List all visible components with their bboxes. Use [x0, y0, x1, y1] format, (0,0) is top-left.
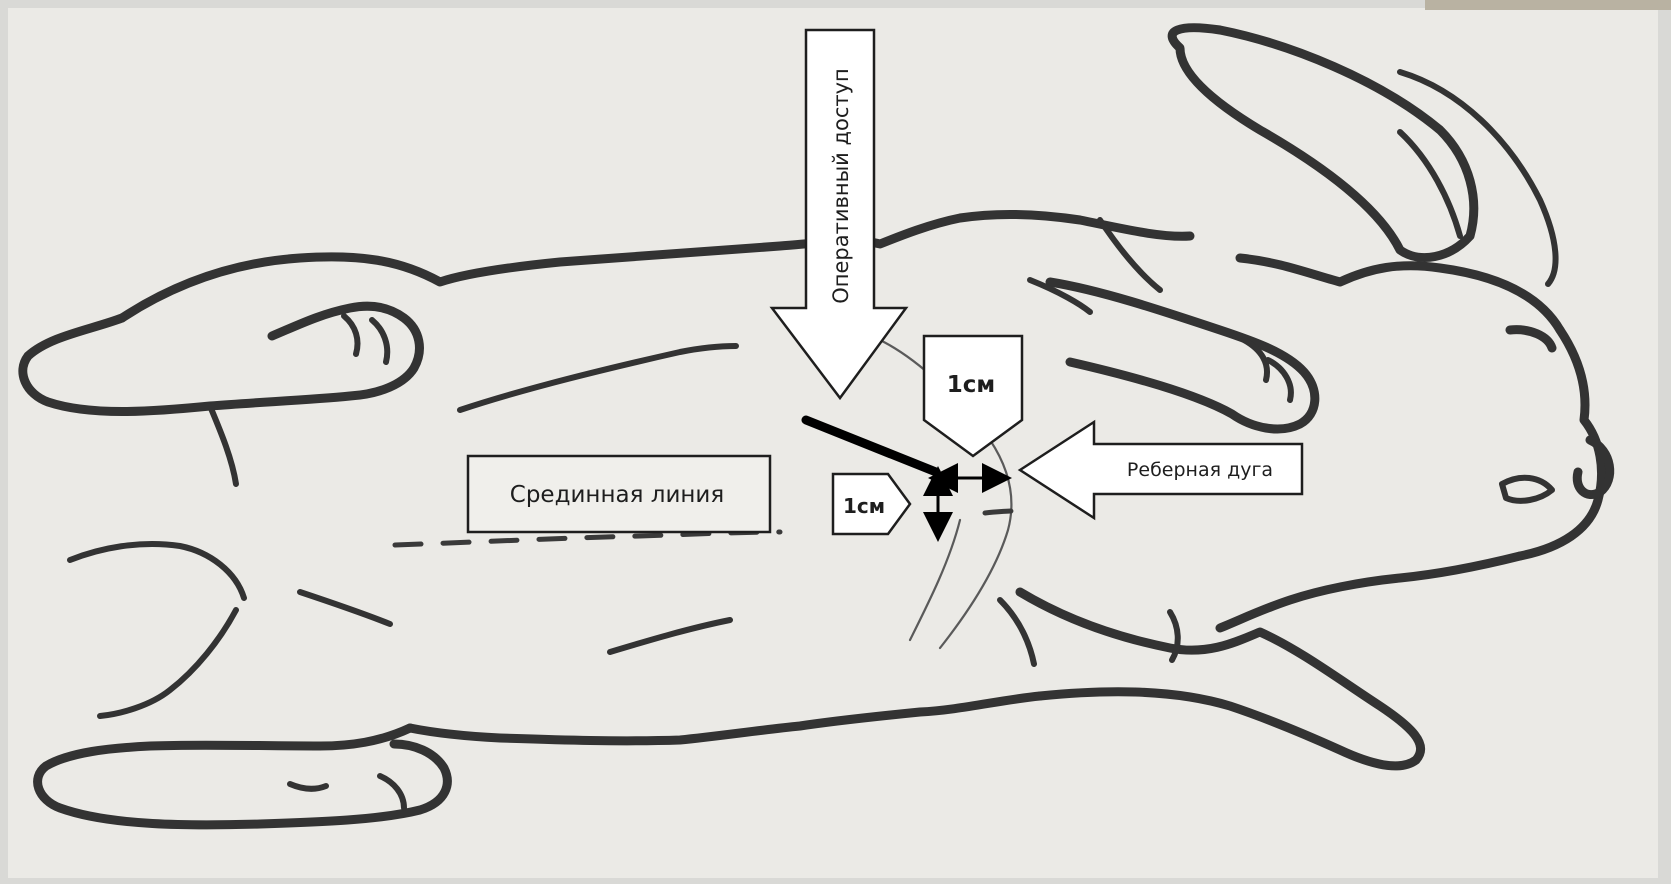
midline-dashed-cranial [985, 511, 1015, 513]
surgical-access-label: Оперативный доступ [829, 68, 853, 304]
distance-vertical-label: 1см [843, 494, 885, 518]
corner-photo-strip [1425, 0, 1671, 10]
costal-arch-label: Реберная дуга [1127, 459, 1273, 481]
midline-label: Срединная линия [510, 482, 724, 508]
midline-callout: Срединная линия [468, 456, 770, 532]
distance-horizontal-label: 1см [947, 372, 995, 398]
